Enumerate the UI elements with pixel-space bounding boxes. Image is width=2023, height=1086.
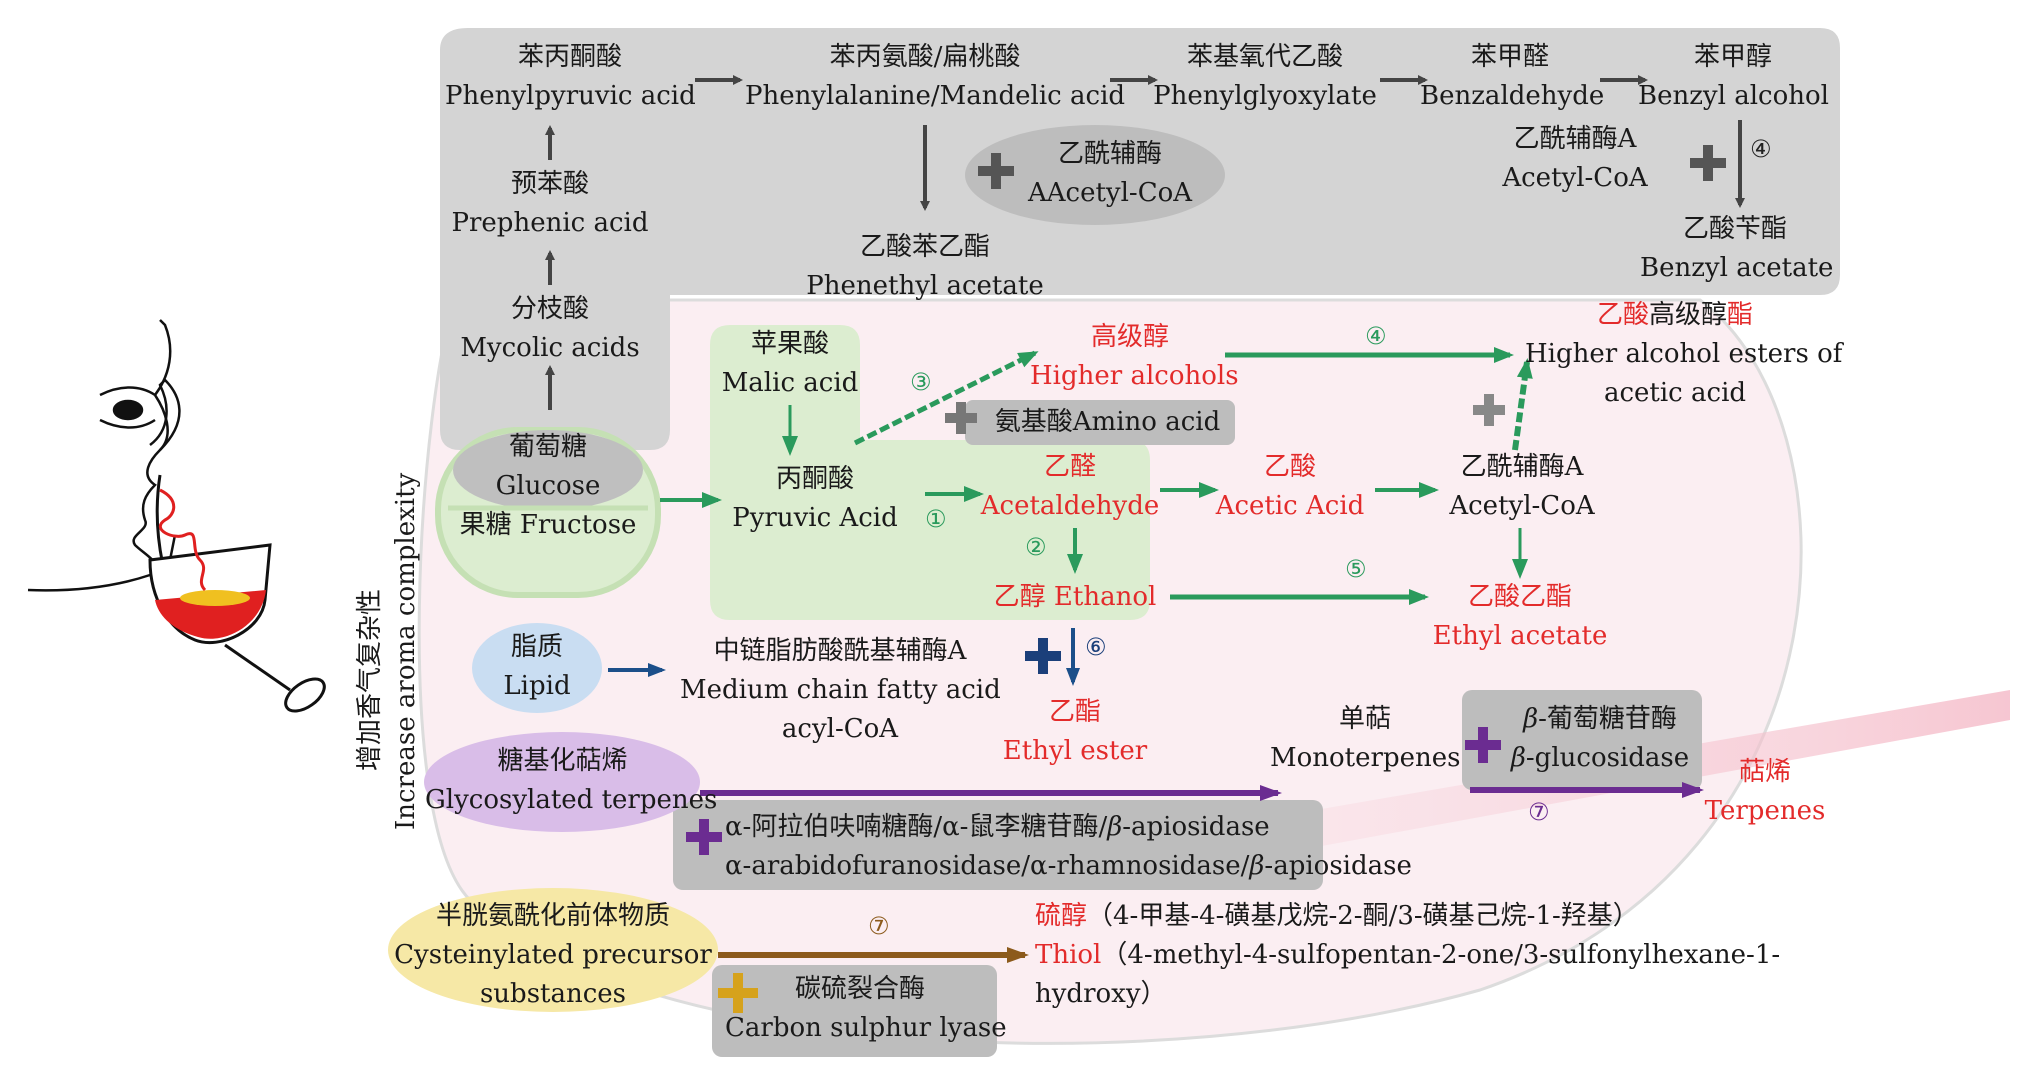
amino-acid-box [965, 400, 1235, 445]
node-phenethyl-acetate: 乙酸苯乙酯 Phenethyl acetate [806, 232, 1044, 301]
node-terpenes: 萜烯 Terpenes [1704, 757, 1826, 826]
node-glycosylated: 糖基化萜烯 Glycosylated terpenes [425, 746, 718, 815]
node-ethyl-acetate: 乙酸乙酯 Ethyl acetate [1432, 582, 1608, 651]
green-pathway-panel [710, 325, 1150, 620]
node-acetaldehyde: 乙醛 Acetaldehyde [980, 452, 1160, 521]
plus-esters [1473, 394, 1505, 426]
node-cysteinylated: 半胱氨酰化前体物质 Cysteinylated precursor substa… [394, 901, 712, 1009]
node-phenylglyoxylate: 苯基氧代乙酸 Phenylglyoxylate [1153, 42, 1377, 111]
node-acetyl-coa-top: 乙酰辅酶A Acetyl-CoA [1502, 124, 1648, 193]
plus-enzymes [686, 819, 722, 855]
node-amino-acid: 氨基酸Amino acid [994, 407, 1221, 437]
marker-4-top: ④ [1750, 135, 1772, 163]
node-mcfa: 中链脂肪酸酰基辅酶A Medium chain fatty acid acyl-… [680, 636, 1001, 744]
gray-panel [440, 28, 1840, 450]
arrow-acetylcoa-esters [1512, 358, 1533, 451]
cysteinylated-oval [388, 888, 718, 1012]
side-label-en: Increase aroma complexity [391, 472, 422, 830]
node-ethanol: 乙醇 Ethanol [993, 582, 1157, 612]
arrow-pyruvic-higheralcohols [853, 350, 1039, 446]
side-label-zh: 增加香气复杂性 [355, 589, 385, 772]
wine-glass [148, 543, 326, 713]
node-benzyl-alcohol: 苯甲醇 Benzyl alcohol [1638, 42, 1829, 111]
marker-7-thiol: ⑦ [868, 912, 890, 940]
enzymes-box [673, 800, 1323, 890]
node-pyruvic: 丙酮酸 Pyruvic Acid [732, 464, 898, 533]
node-malic: 苹果酸 Malic acid [721, 329, 859, 398]
node-bglucosidase: β-葡萄糖苷酶 β-glucosidase [1510, 704, 1690, 773]
marker-7-terpenes: ⑦ [1528, 798, 1550, 826]
node-higher-alcohol-esters: 乙酸高级醇酯 Higher alcohol esters of acetic a… [1525, 300, 1843, 408]
node-thiol: 硫醇（4-甲基-4-磺基戊烷-2-酮/3-磺基己烷-1-羟基） Thiol（4-… [1035, 901, 1781, 1009]
marker-1: ① [925, 505, 947, 533]
marker-3: ③ [910, 368, 932, 396]
bglucosidase-box [1462, 690, 1702, 790]
glycosylated-oval [424, 732, 700, 832]
lipid-oval [472, 623, 602, 713]
plus-lyase [718, 973, 758, 1013]
plus-acetyl-coa-top [1690, 145, 1726, 181]
node-acetic: 乙酸 Acetic Acid [1215, 452, 1365, 521]
node-lipid: 脂质 Lipid [503, 632, 571, 701]
wine-swirl [158, 488, 207, 592]
plus-amino-acid [945, 402, 977, 434]
node-acetyl-coa-mid: 乙酰辅酶A Acetyl-CoA [1449, 452, 1595, 521]
plus-aacetyl-coa [978, 153, 1014, 189]
node-phenylpyruvic: 苯丙酮酸 Phenylpyruvic acid [445, 42, 696, 111]
marker-6: ⑥ [1085, 633, 1107, 661]
node-phenylalanine: 苯丙氨酸/扁桃酸 Phenylalanine/Mandelic acid [745, 42, 1126, 111]
node-mycolic: 分枝酸 Mycolic acids [460, 294, 640, 363]
glucose-gray-cap [453, 430, 643, 510]
node-lyase: 碳硫裂合酶 Carbon sulphur lyase [725, 974, 1007, 1043]
aacetyl-coa-oval [965, 125, 1225, 225]
node-glucose: 葡萄糖 Glucose 果糖 Fructose [459, 432, 637, 540]
lyase-box [712, 965, 997, 1057]
marker-2: ② [1025, 533, 1047, 561]
plus-mcfa [1025, 638, 1061, 674]
side-label: 增加香气复杂性 Increase aroma complexity [352, 472, 425, 830]
node-aacetyl-coa: 乙酰辅酶 AAcetyl-CoA [1027, 139, 1193, 208]
node-benzyl-acetate: 乙酸苄酯 Benzyl acetate [1640, 214, 1834, 283]
node-higher-alcohols: 高级醇 Higher alcohols [1030, 322, 1239, 391]
node-monoterpenes: 单萜 Monoterpenes [1270, 704, 1461, 773]
node-enzymes: α-阿拉伯呋喃糖酶/α-鼠李糖苷酶/β-apiosidase α-arabido… [725, 812, 1412, 881]
node-benzaldehyde: 苯甲醛 Benzaldehyde [1420, 42, 1605, 111]
node-prephenic: 预苯酸 Prephenic acid [451, 169, 649, 238]
node-ethyl-ester: 乙酯 Ethyl ester [1002, 697, 1148, 766]
marker-4-mid: ④ [1365, 322, 1387, 350]
plus-bglucosidase [1465, 727, 1501, 763]
marker-5: ⑤ [1345, 555, 1367, 583]
